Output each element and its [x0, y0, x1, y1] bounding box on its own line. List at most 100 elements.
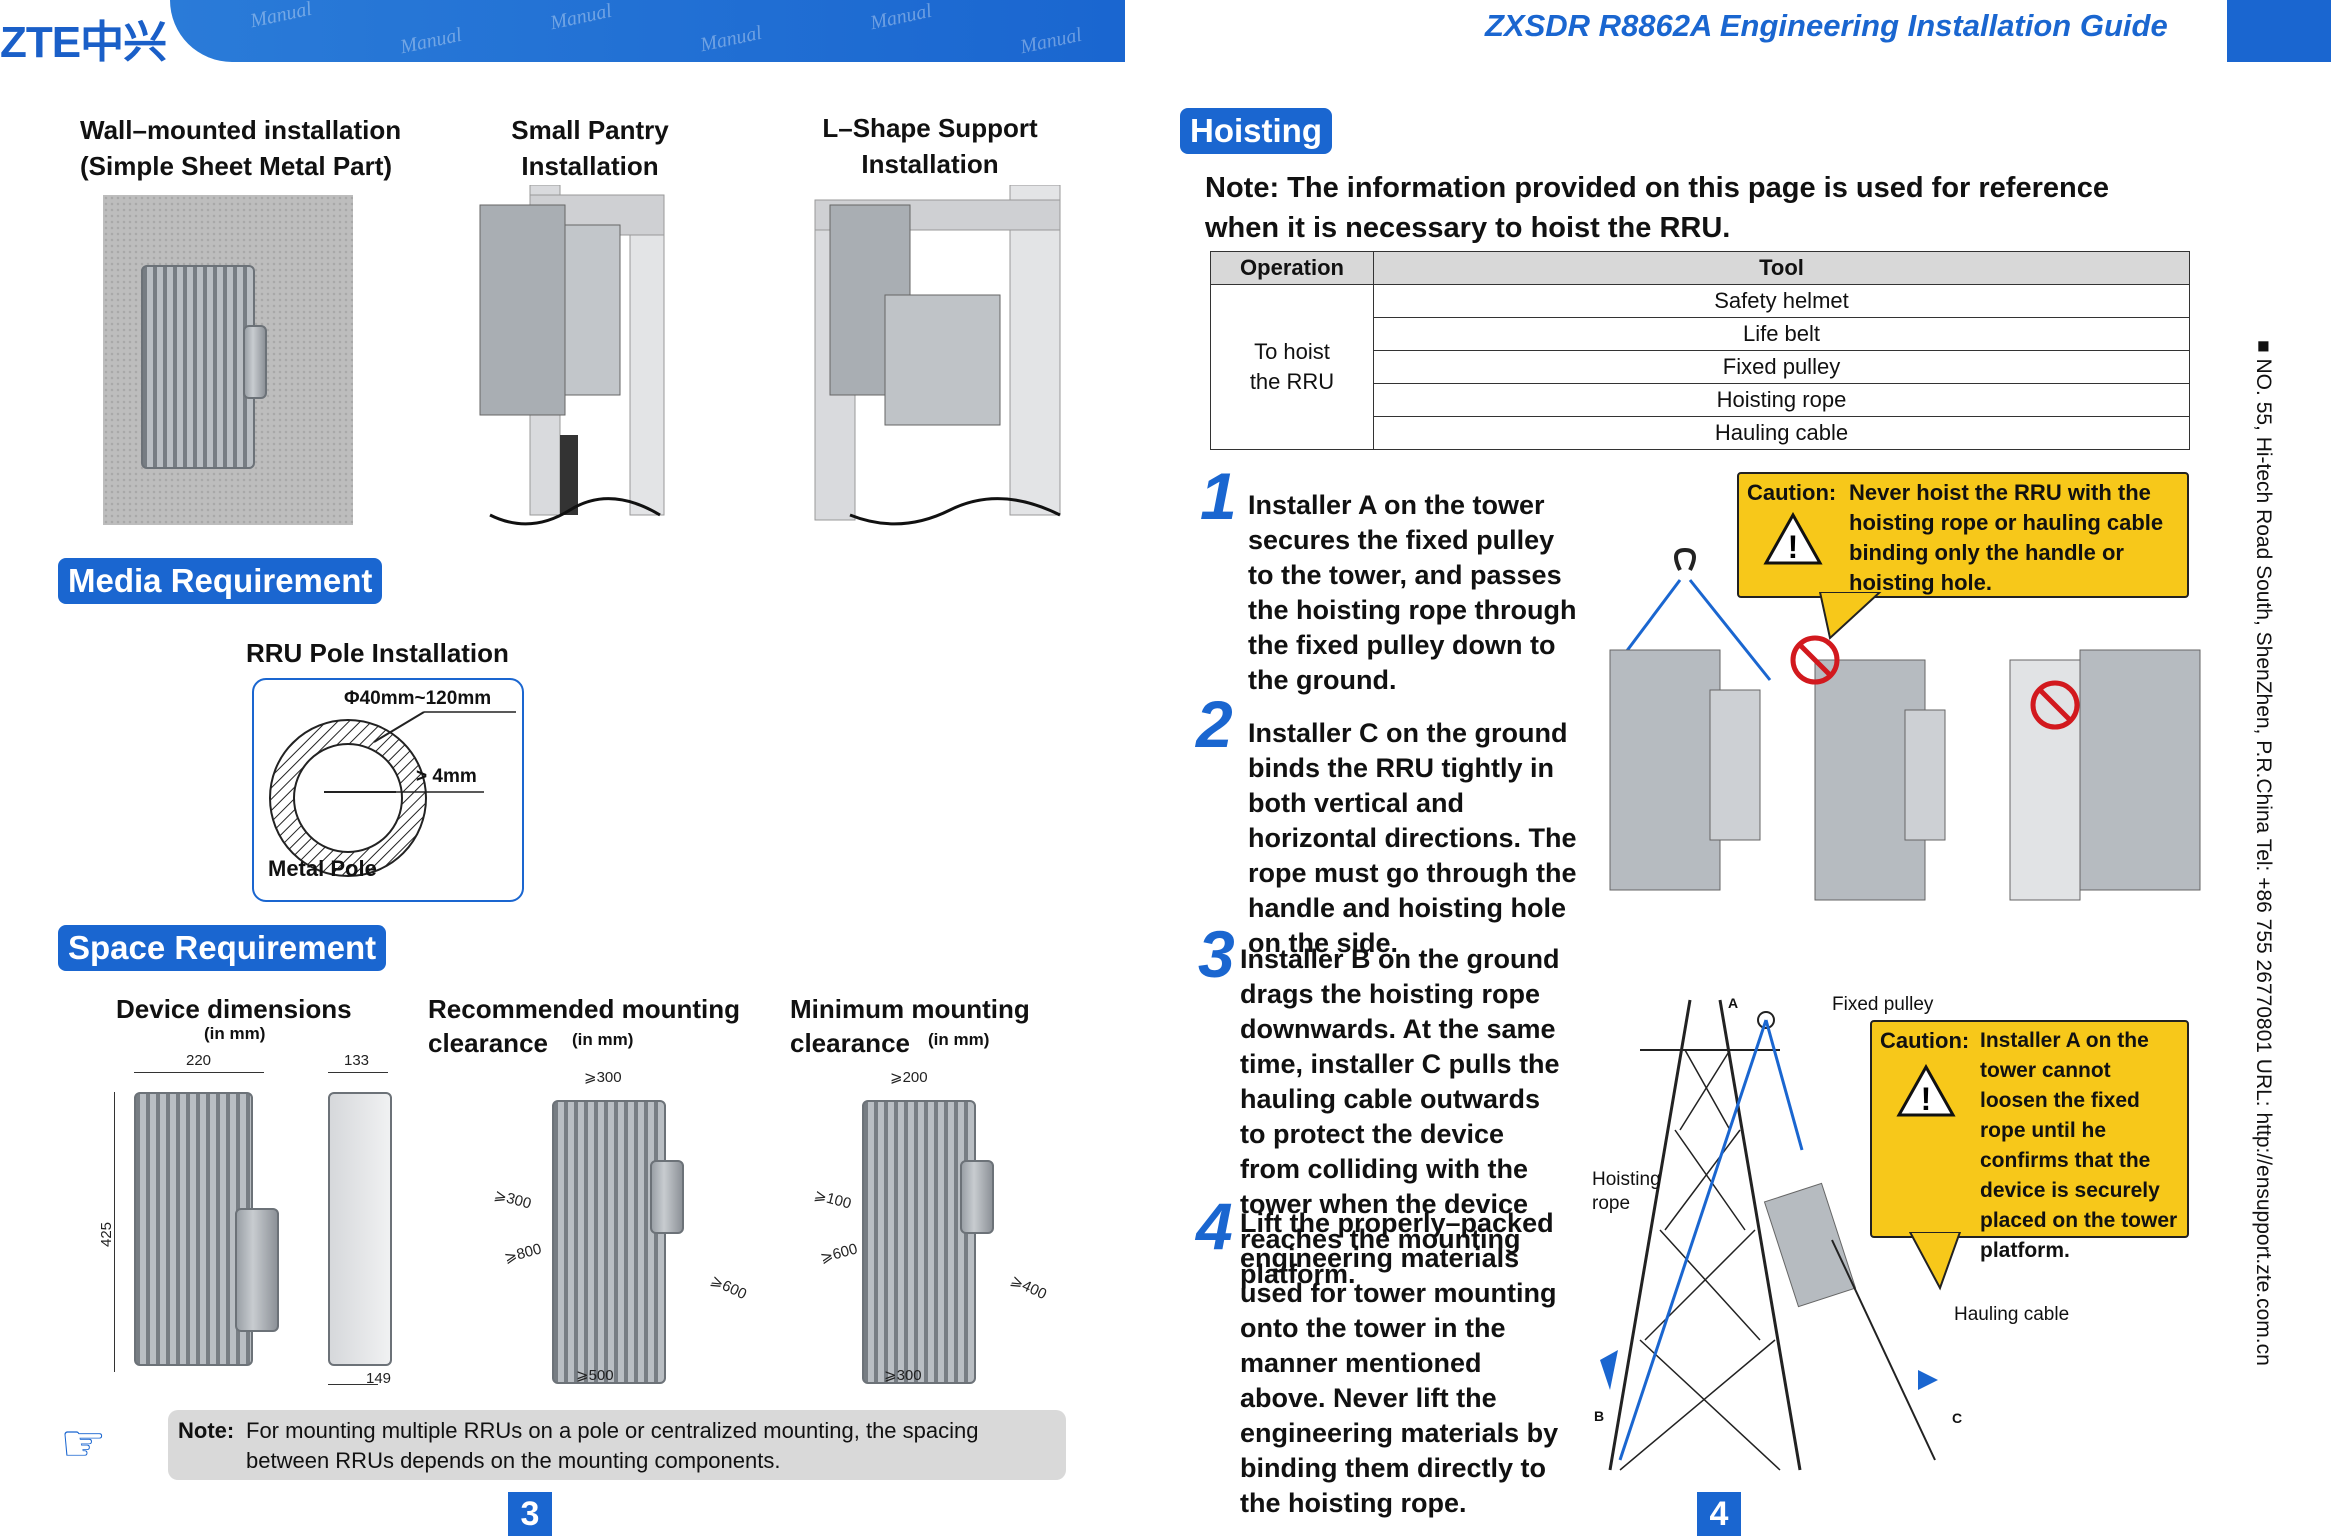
pole-diameter-label: Φ40mm~120mm [344, 688, 492, 709]
caution-1-label: Caution: [1747, 480, 1837, 505]
minimum-front: ⩾600 [818, 1240, 860, 1267]
tools-table: Operation Tool To hoist the RRU Safety h… [1210, 251, 2190, 450]
step-2-number: 2 [1196, 687, 1233, 761]
minimum-right: ⩾400 [1007, 1271, 1050, 1304]
pole-diagram: Φ40mm~120mm > 4mm Metal Pole [252, 678, 524, 902]
caution-2-pointer [1908, 1232, 1962, 1291]
device-dimensions-title: Device dimensions [116, 994, 352, 1024]
step-2-text: Installer C on the ground binds the RRU … [1248, 718, 1577, 958]
minimum-bottom: ⩾300 [884, 1367, 922, 1384]
watermark: Manual [398, 23, 464, 59]
label-installer-a: A [1728, 995, 1739, 1011]
recommended-right: ⩾600 [707, 1271, 750, 1304]
caution-1-pointer [1818, 592, 1882, 640]
bottom-note-label: Note: [178, 1418, 235, 1443]
watermark: Manual [868, 0, 934, 35]
hoisting-rope-label: Hoisting rope [1592, 1169, 1661, 1214]
minimum-clearance-title: Minimum mounting clearance [790, 994, 1030, 1058]
header-left: Manual Manual Manual Manual Manual Manua… [0, 0, 1125, 62]
bottom-note-text: For mounting multiple RRUs on a pole or … [246, 1418, 979, 1473]
l-shape-image [814, 185, 1061, 526]
recommended-left: ⩾300 [492, 1186, 534, 1213]
minimum-top: ⩾200 [890, 1069, 928, 1086]
hoisting-note: Note: The information provided on this p… [1205, 172, 2109, 244]
device-side-view [328, 1092, 392, 1366]
caution-2-label: Caution: [1880, 1028, 1970, 1053]
hoisting-heading: Hoisting [1180, 108, 1332, 154]
rru-handle [243, 325, 267, 399]
tower-diagram [1600, 999, 1938, 1471]
width-dimension-line [134, 1072, 264, 1073]
watermark: Manual [698, 21, 764, 57]
hauling-cable-label: Hauling cable [1954, 1304, 2070, 1325]
table-tool-cell: Fixed pulley [1373, 350, 2190, 384]
recommended-front: ⩾800 [502, 1240, 544, 1267]
step-3-number: 3 [1198, 917, 1235, 991]
table-tool-cell: Hoisting rope [1373, 383, 2190, 417]
recommended-clearance-unit: (in mm) [572, 1030, 634, 1049]
height-dimension-line [114, 1092, 115, 1372]
label-installer-b: B [1594, 1408, 1605, 1424]
minimum-clearance-drawing: ⩾200 ⩾100 ⩾600 ⩾400 ⩾300 [800, 1060, 1100, 1400]
step-3-text: Installer B on the ground drags the hois… [1240, 944, 1560, 1289]
media-requirement-heading: Media Requirement [58, 558, 383, 604]
space-requirement-heading: Space Requirement [58, 925, 387, 971]
caption-small-pantry: Small Pantry Installation [511, 115, 669, 181]
metal-pole-label: Metal Pole [268, 856, 377, 881]
header-right-bar [2227, 0, 2331, 62]
step-1-text: Installer A on the tower secures the fix… [1248, 490, 1577, 695]
bottom-dimension-line [328, 1384, 378, 1385]
recommended-bottom: ⩾500 [576, 1367, 614, 1384]
step-4-text: Lift the properly–packed engineering mat… [1240, 1208, 1559, 1518]
device-front-view [134, 1092, 253, 1366]
rru-device-image [141, 265, 255, 469]
caution-box-1: Caution: Never hoist the RRU with the ho… [1737, 472, 2189, 598]
small-pantry-image [479, 185, 665, 526]
table-tool-cell: Life belt [1373, 317, 2190, 351]
page-number-left: 3 [508, 1492, 552, 1536]
hoisting-rru-illustrations [1609, 547, 2201, 901]
svg-text:!: ! [1921, 1081, 1932, 1117]
height-label: 425 [98, 1221, 116, 1248]
recommended-device-handle [650, 1160, 684, 1234]
device-front-connector [235, 1208, 279, 1332]
pointing-hand-icon: ☞ [60, 1415, 107, 1473]
depth-dimension-line [328, 1072, 388, 1073]
table-operation-cell: To hoist the RRU [1210, 284, 1374, 450]
minimum-device-image [862, 1100, 976, 1384]
wall-image [103, 195, 353, 525]
minimum-clearance-unit: (in mm) [928, 1030, 990, 1049]
recommended-device-image [552, 1100, 666, 1384]
rru-pole-installation-title: RRU Pole Installation [246, 638, 509, 668]
step-1-number: 1 [1200, 459, 1237, 533]
side-contact-info: ■ NO. 55, Hi-tech Road South, ShenZhen, … [2252, 340, 2275, 1366]
warning-icon: ! [1763, 512, 1823, 565]
page-number-right: 4 [1697, 1492, 1741, 1536]
bottom-note-box: Note: For mounting multiple RRUs on a po… [168, 1410, 1066, 1480]
pole-cross-section [269, 711, 516, 877]
table-tool-cell: Safety helmet [1373, 284, 2190, 318]
caption-wall-mounted: Wall–mounted installation (Simple Sheet … [80, 115, 402, 181]
watermark: Manual [548, 0, 614, 35]
width-label: 220 [186, 1052, 212, 1069]
device-dimensions-unit: (in mm) [204, 1024, 266, 1043]
device-dimensions-drawing: 220 425 133 149 [90, 1052, 420, 1398]
pole-thickness-label: > 4mm [416, 766, 477, 787]
caution-1-text: Never hoist the RRU with the hoisting ro… [1849, 480, 2164, 595]
recommended-top: ⩾300 [584, 1069, 622, 1086]
caption-l-shape: L–Shape Support Installation [822, 113, 1038, 179]
recommended-clearance-title: Recommended mounting clearance [428, 994, 741, 1058]
table-tool-cell: Hauling cable [1373, 416, 2190, 450]
fixed-pulley-label: Fixed pulley [1832, 994, 1934, 1015]
depth-label: 133 [344, 1052, 370, 1069]
caution-2-text: Installer A on the tower cannot loosen t… [1980, 1029, 2178, 1262]
minimum-left: ⩾100 [812, 1186, 854, 1213]
warning-icon: ! [1896, 1064, 1956, 1117]
table-header-operation: Operation [1210, 251, 1374, 285]
recommended-clearance-drawing: ⩾300 ⩾300 ⩾800 ⩾600 ⩾500 [480, 1060, 780, 1400]
step-4-number: 4 [1196, 1189, 1233, 1263]
bottom-label: 149 [366, 1370, 392, 1387]
guide-title: ZXSDR R8862A Engineering Installation Gu… [1485, 8, 2168, 43]
watermark: Manual [248, 0, 314, 33]
watermark: Manual [1018, 23, 1084, 59]
